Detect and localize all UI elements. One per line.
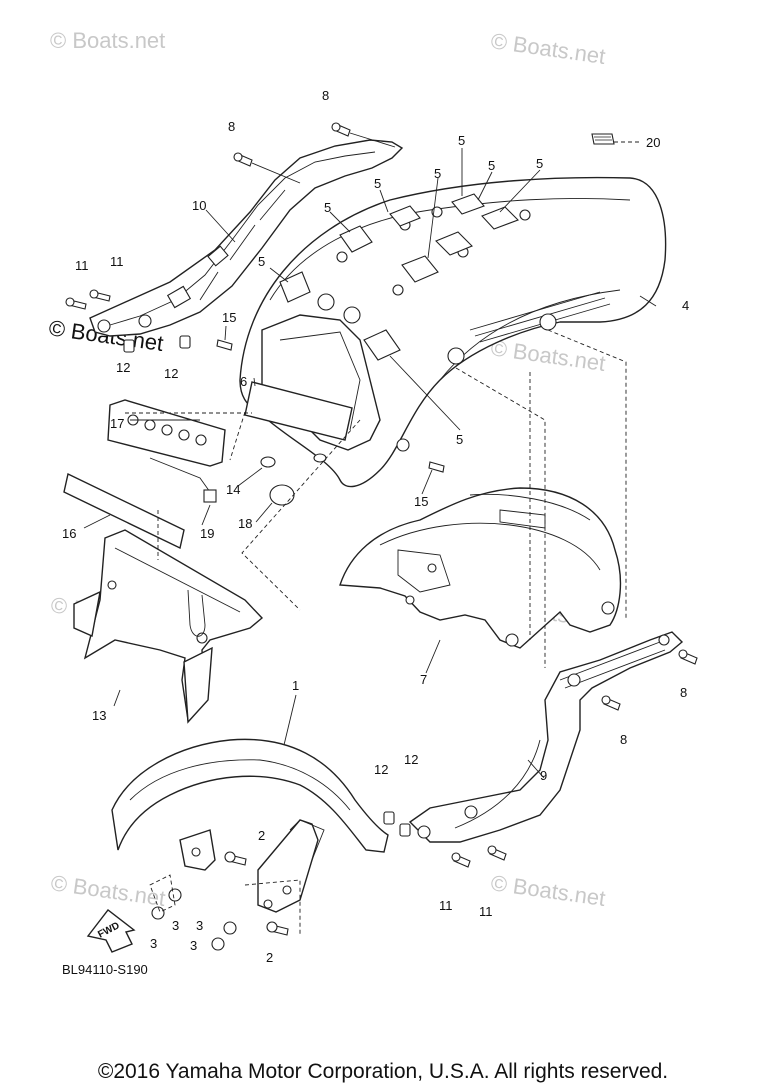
part-4-rear-fender [239, 176, 667, 488]
assembly-lines [229, 329, 627, 668]
callout-11: 11 [75, 258, 89, 273]
callout-16: 16 [62, 526, 76, 541]
callout-4: 4 [682, 298, 689, 313]
callout-9: 9 [540, 768, 547, 783]
callout-19: 19 [200, 526, 214, 541]
callout-5: 5 [258, 254, 265, 269]
callout-3: 3 [150, 936, 157, 951]
watermark: © Boats.net [50, 28, 165, 53]
callout-12: 12 [116, 360, 130, 375]
callouts: 1 2 2 3 3 3 3 4 5 5 5 5 5 5 5 5 6 7 8 8 … [62, 88, 689, 965]
callout-8: 8 [620, 732, 627, 747]
part-6-plate [244, 381, 353, 441]
callout-1: 1 [292, 678, 299, 693]
part-13-rear-panel [73, 510, 264, 724]
part-8-11-12-hardware-lower [383, 649, 698, 868]
callout-5: 5 [536, 156, 543, 171]
callout-12: 12 [404, 752, 418, 767]
watermark: © Boats.net [489, 335, 607, 376]
part-8-bolts-top [233, 122, 396, 184]
callout-leaders [83, 148, 657, 779]
callout-3: 3 [172, 918, 179, 933]
fwd-arrow-icon: FWD [86, 909, 136, 953]
callout-5: 5 [324, 200, 331, 215]
part-15-screws [216, 339, 445, 473]
callout-8: 8 [680, 685, 687, 700]
part-17-bracket [107, 399, 252, 467]
callout-5: 5 [456, 432, 463, 447]
callout-11: 11 [479, 904, 493, 919]
callout-8: 8 [228, 119, 235, 134]
callout-11: 11 [439, 898, 453, 913]
callout-15: 15 [414, 494, 428, 509]
callout-2: 2 [266, 950, 273, 965]
callout-2: 2 [258, 828, 265, 843]
callout-3: 3 [196, 918, 203, 933]
part-9-lower-stay [408, 631, 684, 843]
part-7-inner-fender [339, 487, 622, 649]
callout-5: 5 [374, 176, 381, 191]
part-11-12-hardware-upper [65, 289, 191, 353]
callout-5: 5 [488, 158, 495, 173]
part-19-wire [149, 457, 217, 503]
callout-18: 18 [238, 516, 252, 531]
callout-14: 14 [226, 482, 240, 497]
callout-8: 8 [322, 88, 329, 103]
callout-12: 12 [374, 762, 388, 777]
diagram-code: BL94110-S190 [62, 962, 148, 977]
callout-20: 20 [646, 135, 660, 150]
part-10-grab-bar [89, 139, 404, 337]
callout-13: 13 [92, 708, 106, 723]
callout-5: 5 [458, 133, 465, 148]
callout-7: 7 [420, 672, 427, 687]
part-20-label [591, 133, 642, 145]
part-2-3-bolts-front [149, 851, 301, 951]
callout-15: 15 [222, 310, 236, 325]
watermark: © Boats.net [49, 870, 167, 911]
copyright-notice: ©2016 Yamaha Motor Corporation, U.S.A. A… [97, 1060, 669, 1083]
part-14-18-grommets [260, 453, 327, 506]
callout-12: 12 [164, 366, 178, 381]
callout-10: 10 [192, 198, 206, 213]
callout-11: 11 [110, 254, 124, 269]
callout-5: 5 [434, 166, 441, 181]
watermark: © Boats.net [489, 28, 607, 69]
watermark: © Boats.net [489, 870, 607, 911]
callout-3: 3 [190, 938, 197, 953]
callout-17: 17 [110, 416, 124, 431]
part-16-plate [63, 472, 185, 550]
part-1-front-fender [111, 738, 389, 913]
callout-6: 6 [240, 374, 247, 389]
part-5-pads [279, 193, 519, 361]
